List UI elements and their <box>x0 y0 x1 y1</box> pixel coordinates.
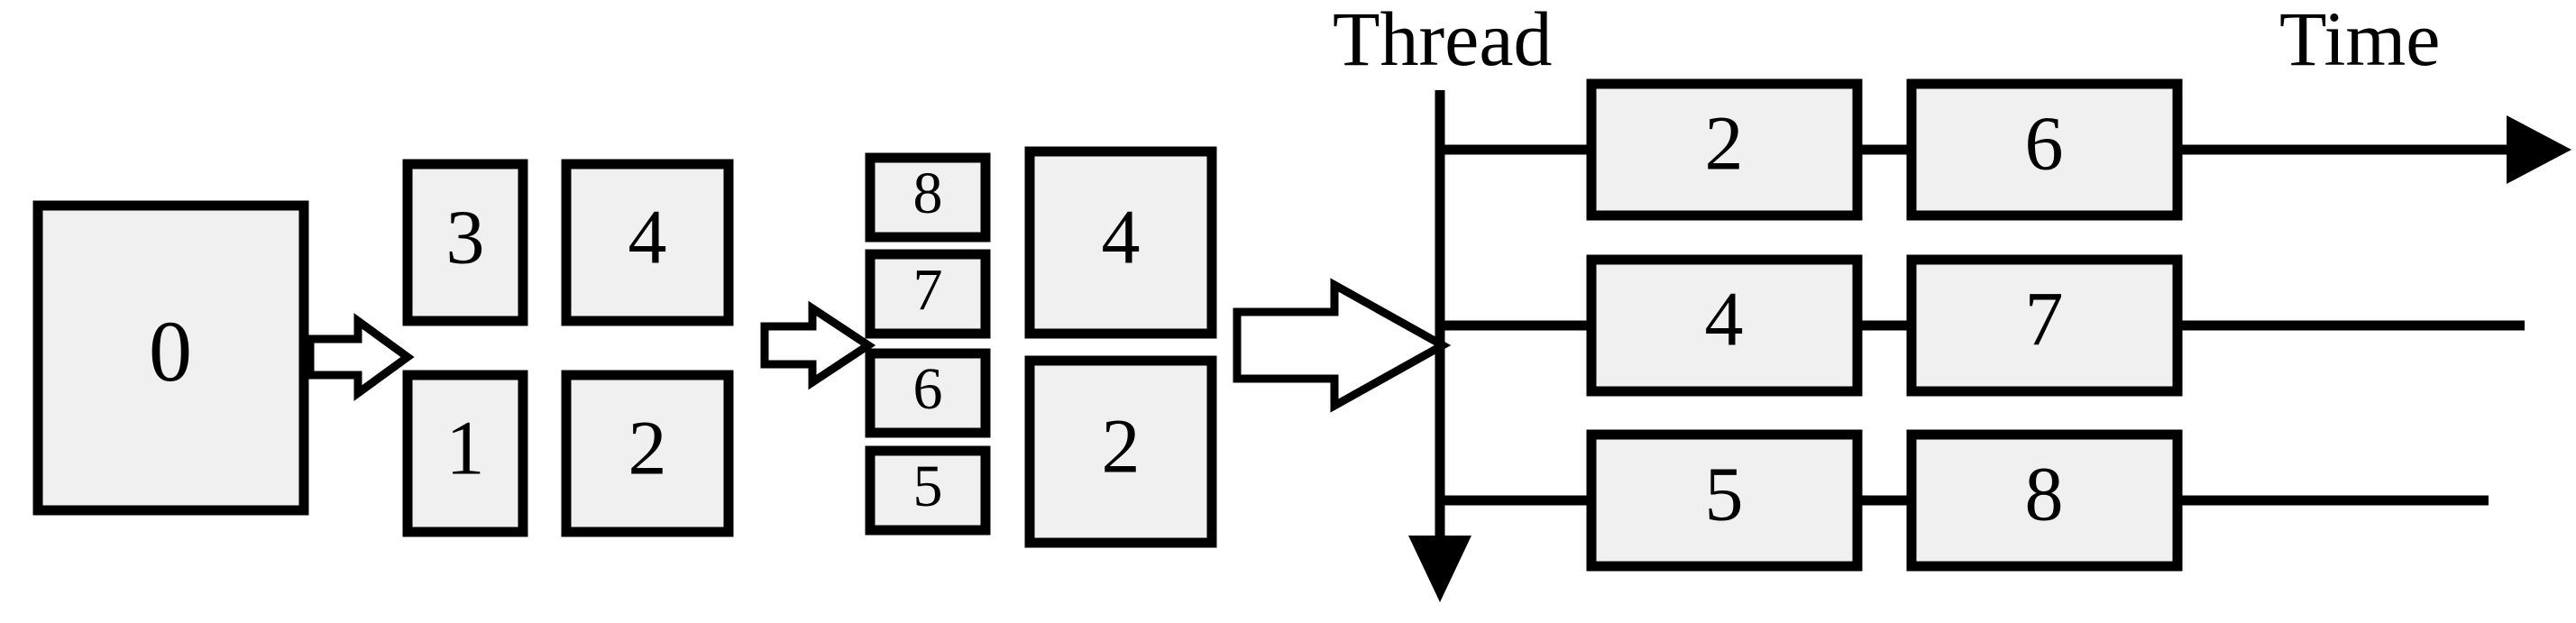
task-box-stage3-5[interactable] <box>865 445 991 536</box>
split-arrow-2 <box>760 300 876 390</box>
task-box-label: 0 <box>149 303 192 399</box>
timeline-box-row1-6[interactable] <box>1906 78 2183 221</box>
task-box-stage3-4[interactable] <box>1024 146 1217 339</box>
task-box-label: 4 <box>628 194 667 280</box>
task-box-label: 7 <box>913 257 943 323</box>
thread-row-1: 2 6 <box>1440 78 2571 221</box>
task-box-stage2-1[interactable] <box>402 370 528 537</box>
timeline-box-label: 4 <box>1705 276 1744 362</box>
task-box-stage1-0[interactable] <box>32 200 309 516</box>
timeline-box-row1-2[interactable] <box>1586 78 1863 221</box>
task-box-stage2-4[interactable] <box>561 159 734 326</box>
thread-axis-arrowhead <box>1408 536 1471 602</box>
schedule-arrow <box>1233 278 1452 413</box>
timeline-box-label: 6 <box>2025 100 2064 187</box>
task-box-stage3-8[interactable] <box>865 152 991 243</box>
split-arrow-1 <box>306 313 415 401</box>
task-box-stage2-3[interactable] <box>402 159 528 326</box>
thread-row-2: 4 7 <box>1440 254 2525 397</box>
block-arrow-icon <box>306 313 415 401</box>
timeline-box-label: 5 <box>1705 451 1744 537</box>
timeline-box-label: 8 <box>2025 451 2064 537</box>
timeline-box-label: 2 <box>1705 100 1744 187</box>
task-box-label: 2 <box>628 405 667 491</box>
task-box-label: 2 <box>1102 403 1141 490</box>
stage3-second-split: 8 7 6 5 4 2 <box>865 146 1217 548</box>
task-box-label: 8 <box>913 160 943 226</box>
task-box-stage3-7[interactable] <box>865 249 991 339</box>
block-arrow-icon <box>1233 278 1452 413</box>
block-arrow-icon <box>760 300 876 390</box>
task-box-label: 4 <box>1102 194 1141 280</box>
time-axis-arrowhead <box>2507 115 2571 184</box>
task-box-label: 6 <box>913 356 943 422</box>
time-axis-label: Time <box>2279 0 2440 82</box>
stage4-thread-timeline: 2 6 4 7 5 <box>1333 0 2571 602</box>
task-box-stage3-6[interactable] <box>865 348 991 438</box>
task-box-label: 3 <box>446 194 485 280</box>
task-box-label: 5 <box>913 454 943 519</box>
thread-axis-label: Thread <box>1333 0 1553 82</box>
timeline-box-label: 7 <box>2025 276 2064 362</box>
task-box-stage2-2[interactable] <box>561 370 734 537</box>
task-box-label: 1 <box>446 405 485 491</box>
thread-row-3: 5 8 <box>1440 429 2489 572</box>
task-box-stage3-2[interactable] <box>1024 355 1217 548</box>
timeline-box-row3-5[interactable] <box>1586 429 1863 572</box>
stage2-first-split: 3 4 1 2 <box>402 159 734 537</box>
stage1-initial-task: 0 <box>32 200 309 516</box>
